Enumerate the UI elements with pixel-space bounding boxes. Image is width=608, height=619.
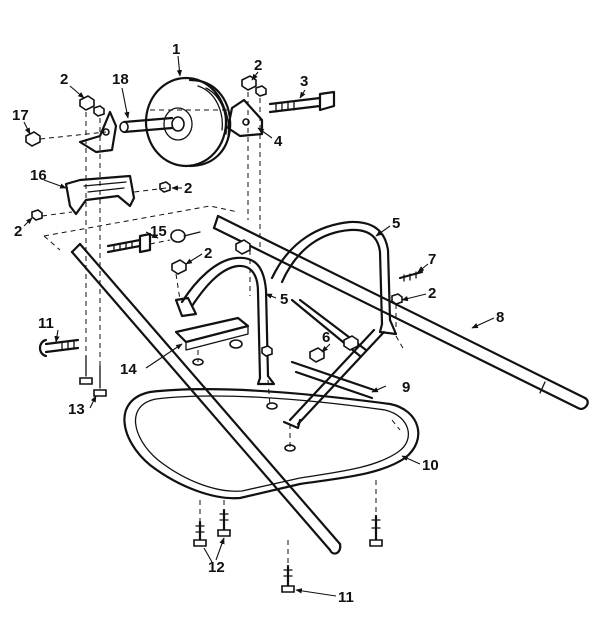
callout-12: 12 — [208, 559, 225, 576]
callout-2: 2 — [184, 180, 192, 197]
callout-2: 2 — [60, 71, 68, 88]
callout-18: 18 — [112, 71, 129, 88]
callout-2: 2 — [254, 57, 262, 74]
callout-1: 1 — [172, 41, 180, 58]
upper-u-bracket — [270, 220, 398, 358]
callout-3: 3 — [300, 73, 308, 90]
bolt-3 — [268, 90, 336, 114]
skid-plate — [174, 316, 250, 351]
tray — [123, 388, 420, 500]
callout-2: 2 — [428, 285, 436, 302]
nut-icon — [171, 259, 187, 275]
lower-u-bracket — [174, 256, 276, 386]
alignment-lines — [39, 92, 405, 566]
callout-7: 7 — [428, 251, 436, 268]
callout-2: 2 — [204, 245, 212, 262]
callout-10: 10 — [422, 457, 439, 474]
callout-6: 6 — [322, 329, 330, 346]
callout-5: 5 — [392, 215, 400, 232]
wheel-bracket-left — [78, 110, 118, 154]
wheel-bracket-right — [226, 98, 264, 138]
leader-lines — [23, 55, 495, 597]
nut-icon — [309, 347, 325, 363]
callout-11: 11 — [38, 315, 54, 332]
callout-14: 14 — [120, 361, 137, 378]
callout-2: 2 — [14, 223, 22, 240]
left-frame-tube — [70, 242, 342, 555]
callout-9: 9 — [402, 379, 410, 396]
callout-4: 4 — [274, 133, 283, 150]
nut-hardware — [25, 75, 403, 363]
callout-5: 5 — [280, 291, 288, 308]
callout-8: 8 — [496, 309, 504, 326]
callout-13: 13 — [68, 401, 85, 418]
nut-icon — [391, 293, 403, 305]
nut-icon — [261, 345, 273, 357]
cross-brace — [282, 328, 386, 430]
callout-11: 11 — [338, 589, 354, 606]
nut-icon — [25, 131, 41, 147]
nut-icon — [255, 85, 267, 97]
callout-16: 16 — [30, 167, 47, 184]
bolt-hardware — [38, 229, 424, 593]
nut-icon — [343, 335, 359, 351]
nut-icon — [79, 95, 95, 111]
nut-icon — [159, 181, 171, 193]
callout-labels: 1 2 2 2 2 2 2 3 4 5 5 6 7 8 9 10 11 11 1… — [12, 41, 504, 606]
callout-15: 15 — [150, 223, 167, 240]
wheel — [144, 76, 232, 168]
bracket-16 — [64, 174, 136, 216]
callout-17: 17 — [12, 107, 29, 124]
nut-icon — [93, 105, 105, 117]
nut-icon — [31, 209, 43, 221]
axle — [119, 116, 174, 134]
nut-icon — [235, 239, 251, 255]
